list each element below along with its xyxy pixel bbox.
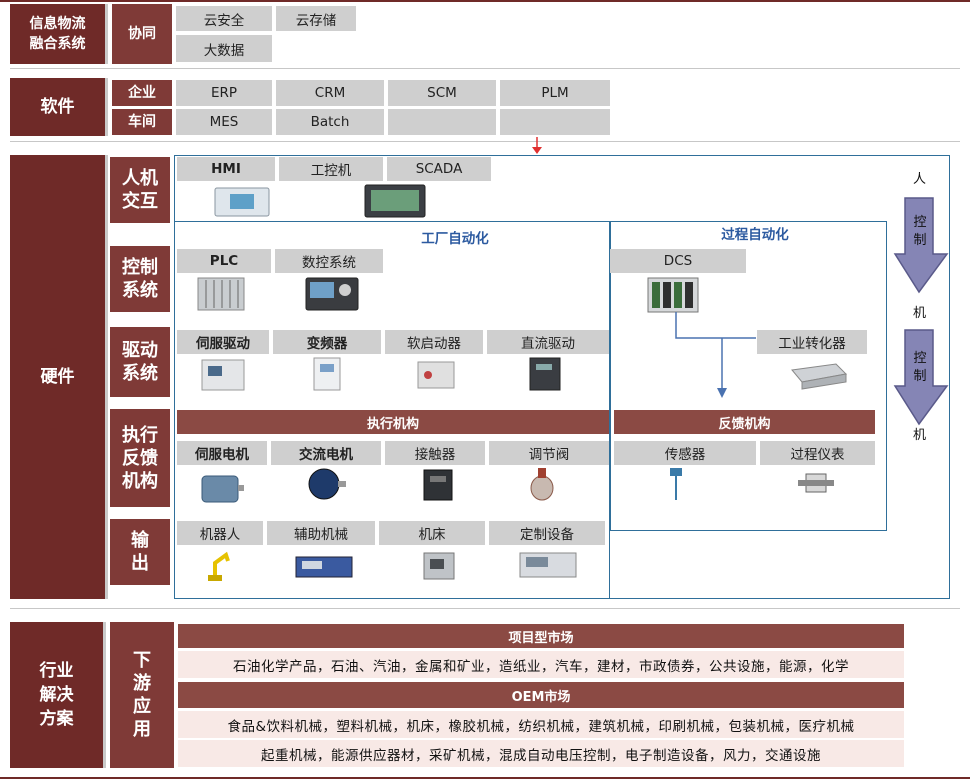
tag-robot: 机器人 bbox=[177, 521, 263, 545]
tag-big-data: 大数据 bbox=[176, 35, 272, 62]
process-automation-zone bbox=[610, 221, 887, 531]
process-instrument-icon bbox=[798, 473, 834, 493]
tag-industrial-converter: 工业转化器 bbox=[757, 330, 867, 354]
control-arrow-icon bbox=[893, 329, 949, 426]
machine-tool-icon bbox=[423, 552, 455, 580]
sub-control-system: 控制 系统 bbox=[110, 246, 170, 312]
tag-process-instrument: 过程仪表 bbox=[760, 441, 875, 465]
sub-output: 输 出 bbox=[110, 519, 170, 585]
tag-crm: CRM bbox=[276, 80, 384, 106]
bar-oem-market: OEM市场 bbox=[178, 682, 904, 708]
tag-batch: Batch bbox=[276, 109, 384, 135]
auxiliary-machine-icon bbox=[295, 556, 353, 578]
category-info-logistics: 信息物流 融合系统 bbox=[10, 4, 108, 64]
tag-empty bbox=[500, 109, 610, 135]
oem-market-line-2: 起重机械，能源供应器材，采矿机械，混成自动电压控制，电子制造设备，风力，交通设施 bbox=[178, 740, 904, 767]
label-machine-2: 机 bbox=[913, 428, 927, 443]
tag-cloud-storage: 云存储 bbox=[276, 6, 356, 31]
sub-collaboration: 协同 bbox=[112, 4, 172, 64]
tag-servo-motor: 伺服电机 bbox=[177, 441, 267, 465]
sensor-icon bbox=[670, 468, 682, 500]
project-market-industries: 石油化学产品，石油、汽油，金属和矿业，造纸业，汽车，建材，市政债券，公共设施，能… bbox=[178, 651, 904, 678]
tag-control-valve: 调节阀 bbox=[489, 441, 609, 465]
tag-auxiliary-machinery: 辅助机械 bbox=[267, 521, 375, 545]
process-automation-title: 过程自动化 bbox=[721, 227, 789, 243]
control-valve-icon bbox=[530, 468, 554, 501]
category-software: 软件 bbox=[10, 78, 108, 136]
tag-custom-equipment: 定制设备 bbox=[489, 521, 605, 545]
robot-arm-icon bbox=[208, 551, 230, 581]
sub-workshop: 车间 bbox=[112, 109, 172, 135]
tag-hmi: HMI bbox=[177, 157, 275, 181]
servo-drive-icon bbox=[201, 359, 245, 391]
sub-actuator-feedback: 执行 反馈 机构 bbox=[110, 409, 170, 507]
tag-empty bbox=[388, 109, 496, 135]
divider bbox=[10, 141, 960, 142]
inverter-icon bbox=[313, 357, 341, 391]
bottom-rule bbox=[0, 777, 970, 779]
tag-soft-starter: 软启动器 bbox=[385, 330, 483, 354]
label-human: 人 bbox=[913, 172, 927, 187]
plc-rack-icon bbox=[197, 277, 245, 311]
tag-plc: PLC bbox=[177, 249, 271, 273]
factory-automation-zone bbox=[174, 221, 610, 599]
tag-sensor: 传感器 bbox=[614, 441, 756, 465]
sub-enterprise: 企业 bbox=[112, 80, 172, 106]
ac-motor-icon bbox=[308, 468, 346, 500]
tag-inverter: 变频器 bbox=[273, 330, 381, 354]
servo-motor-icon bbox=[201, 475, 244, 503]
tag-scm: SCM bbox=[388, 80, 496, 106]
tag-mes: MES bbox=[176, 109, 272, 135]
sub-hmi: 人机 交互 bbox=[110, 157, 170, 223]
label-control-2: 控 制 bbox=[913, 351, 927, 384]
tag-cloud-security: 云安全 bbox=[176, 6, 272, 31]
bar-feedback: 反馈机构 bbox=[614, 410, 875, 434]
tag-ipc: 工控机 bbox=[279, 157, 383, 181]
tag-machine-tool: 机床 bbox=[379, 521, 485, 545]
dc-drive-icon bbox=[529, 357, 561, 391]
red-down-arrow-icon bbox=[532, 137, 542, 154]
tag-scada: SCADA bbox=[387, 157, 491, 181]
tag-ac-motor: 交流电机 bbox=[271, 441, 381, 465]
tag-plm: PLM bbox=[500, 80, 610, 106]
tag-contactor: 接触器 bbox=[385, 441, 485, 465]
tag-servo-drive: 伺服驱动 bbox=[177, 330, 269, 354]
category-industry-solutions: 行业 解决 方案 bbox=[10, 622, 106, 768]
sub-downstream-applications: 下 游 应 用 bbox=[110, 622, 174, 768]
converter-icon bbox=[791, 363, 848, 390]
scada-screen-icon bbox=[364, 184, 426, 218]
tag-dcs: DCS bbox=[610, 249, 746, 273]
signal-flow-lines bbox=[675, 312, 756, 398]
sub-drive-system: 驱动 系统 bbox=[110, 327, 170, 397]
top-rule bbox=[0, 0, 970, 2]
dcs-cabinet-icon bbox=[647, 277, 699, 313]
divider bbox=[10, 608, 960, 609]
factory-automation-title: 工厂自动化 bbox=[421, 231, 489, 247]
cnc-controller-icon bbox=[305, 277, 359, 311]
bar-project-market: 项目型市场 bbox=[178, 624, 904, 648]
tag-dc-drive: 直流驱动 bbox=[487, 330, 609, 354]
soft-starter-icon bbox=[417, 361, 455, 389]
custom-equipment-icon bbox=[519, 552, 577, 578]
control-arrow-icon bbox=[893, 197, 949, 294]
label-machine-1: 机 bbox=[913, 306, 927, 321]
hmi-panel-icon bbox=[214, 187, 270, 217]
oem-market-line-1: 食品&饮料机械，塑料机械，机床，橡胶机械，纺织机械，建筑机械，印刷机械，包装机械… bbox=[178, 711, 904, 738]
tag-cnc: 数控系统 bbox=[275, 249, 383, 273]
divider bbox=[10, 68, 960, 69]
label-control-1: 控 制 bbox=[913, 215, 927, 248]
contactor-icon bbox=[423, 469, 453, 501]
tag-erp: ERP bbox=[176, 80, 272, 106]
bar-actuator: 执行机构 bbox=[177, 410, 609, 434]
category-hardware: 硬件 bbox=[10, 155, 108, 599]
